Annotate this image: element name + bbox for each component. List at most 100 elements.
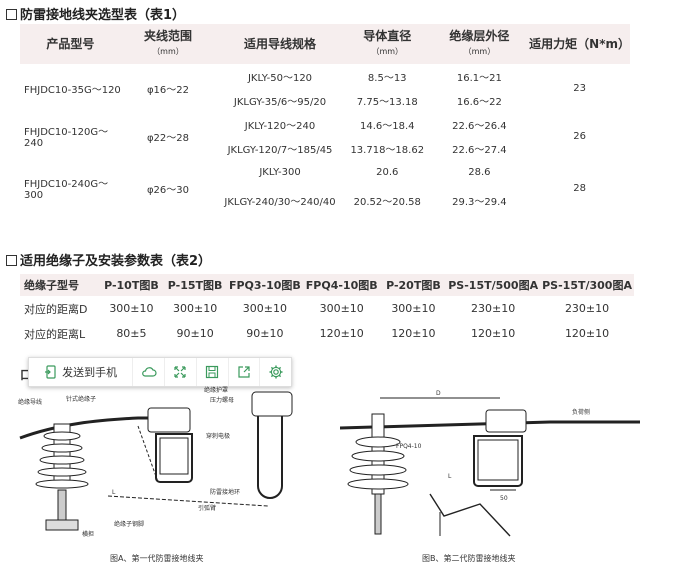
header-label: 适用力矩（N*m） xyxy=(529,36,630,51)
cell-torque: 26 xyxy=(573,130,586,142)
cell: 300±10 xyxy=(173,302,218,315)
gear-icon xyxy=(269,365,283,379)
cell-outer: 22.6～27.4 xyxy=(452,144,507,156)
cell: 300±10 xyxy=(242,302,287,315)
save-button[interactable] xyxy=(197,358,229,386)
label-pierce: 穿刺电极 xyxy=(206,432,230,440)
cell-model: FHJDC10-120G～240 xyxy=(24,127,109,149)
table2-title: 适用绝缘子及安装参数表（表2） xyxy=(6,250,211,269)
cell: 120±10 xyxy=(391,327,436,340)
wire-line xyxy=(19,416,188,440)
header-cell: 绝缘子型号 xyxy=(20,274,100,296)
header-label: 夹线范围 xyxy=(143,29,192,43)
cell: 120±10 xyxy=(319,327,364,340)
share-icon xyxy=(238,366,250,378)
settings-button[interactable] xyxy=(260,358,291,386)
table-row: FHJDC10-240G～300 φ26～30 JKLY-300 20.6 28… xyxy=(20,160,630,202)
cell: 80±5 xyxy=(116,327,147,340)
header-cell: P-20T图B xyxy=(380,274,447,296)
label-steel-foot: 绝缘子钢脚 xyxy=(114,520,144,528)
cell-diam: 8.5～13 xyxy=(367,72,407,84)
header-spec: 适用导线规格 xyxy=(215,24,345,64)
share-button[interactable] xyxy=(229,358,261,386)
label-dim-l: L xyxy=(112,489,116,496)
cell-torque: 28 xyxy=(573,182,586,194)
header-outer: 绝缘层外径 （mm） xyxy=(429,24,530,64)
table-header-row: 绝缘子型号 P-10T图B P-15T图B FPQ3-10图B FPQ4-10图… xyxy=(20,274,634,296)
cloud-icon xyxy=(141,367,157,377)
header-cell: P-15T图B xyxy=(163,274,227,296)
cell: 120±10 xyxy=(564,327,610,340)
cloud-button[interactable] xyxy=(133,358,165,386)
header-unit: （mm） xyxy=(152,47,184,56)
cell-outer: 16.6～22 xyxy=(456,96,502,108)
label-ground-ring: 防雷接地环 xyxy=(210,488,240,496)
cell-spec: JKLY-300 xyxy=(259,166,301,178)
label-load-side: 负荷侧 xyxy=(572,408,590,416)
checkbox-square-icon xyxy=(6,255,17,266)
send-to-phone-button[interactable]: 发送到手机 xyxy=(29,358,134,386)
checkbox-square-icon xyxy=(6,9,17,20)
header-unit: （mm） xyxy=(371,47,404,56)
cell-spec: JKLGY-240/30～240/40 xyxy=(224,196,336,208)
expand-button[interactable] xyxy=(165,358,197,386)
figure-a-diagram: 绝缘导线 针式绝缘子 绝缘护罩 压力螺母 穿刺电极 引弧臂 防雷接地环 绝缘子钢… xyxy=(18,386,293,563)
cell-spec: JKLGY-35/6～95/20 xyxy=(233,96,327,108)
label-dim-50: 50 xyxy=(500,495,508,502)
cell-range: φ16～22 xyxy=(146,84,189,96)
label-pressure-nut: 压力螺母 xyxy=(210,396,234,404)
header-label: 绝缘层外径 xyxy=(449,29,510,43)
save-icon xyxy=(206,365,219,379)
label-model: FPQ4-10 xyxy=(396,443,422,450)
row-label: 对应的距离L xyxy=(24,327,86,341)
cell: 230±10 xyxy=(471,302,516,315)
figure-b-caption: 图B、第二代防雷接地线夹 xyxy=(422,553,516,563)
send-to-phone-label: 发送到手机 xyxy=(62,366,118,379)
label-arc-arm: 引弧臂 xyxy=(198,504,216,512)
figure-b-diagram: D 负荷侧 FPQ4-10 L 50 图B、第二代防雷接地线夹 xyxy=(340,390,640,563)
cell-range: φ22～28 xyxy=(146,132,189,144)
cell-model: FHJDC10-240G～300 xyxy=(24,179,109,201)
cell-spec: JKLY-120～240 xyxy=(244,120,316,132)
label-insulated-wire: 绝缘导线 xyxy=(18,398,42,406)
table-header-row: 产品型号 夹线范围（mm） 适用导线规格 导体直径（mm） 绝缘层外径（mm） … xyxy=(20,24,630,64)
table-row: 对应的距离D 300±10 300±10 300±10 300±10 300±1… xyxy=(20,296,634,321)
table-row: FHJDC10-120G～240 φ22～28 JKLY-120～240 14.… xyxy=(20,112,630,150)
header-cell: FPQ4-10图B xyxy=(302,274,381,296)
cell-diam: 13.718～18.62 xyxy=(350,144,425,156)
selection-table: 产品型号 夹线范围（mm） 适用导线规格 导体直径（mm） 绝缘层外径（mm） … xyxy=(20,24,630,216)
wire-line xyxy=(340,420,640,430)
cell: 90±10 xyxy=(246,327,284,340)
header-label: 适用导线规格 xyxy=(243,36,316,51)
table-row: FHJDC10-35G～120 φ16～22 JKLY-50～120 8.5～1… xyxy=(20,64,630,96)
cell-outer: 28.6 xyxy=(468,166,491,178)
cell-spec: JKLY-50～120 xyxy=(247,72,313,84)
row-label: 对应的距离D xyxy=(24,302,88,316)
header-cell: PS-15T/500图A xyxy=(446,274,541,296)
table-row: JKLGY-240/30～240/40 20.52～20.58 29.3～29.… xyxy=(20,184,630,216)
header-label: 产品型号 xyxy=(46,36,95,51)
table-row: JKLGY-120/7～185/45 13.718～18.62 22.6～27.… xyxy=(20,136,630,160)
cell-diam: 14.6～18.4 xyxy=(359,120,415,132)
table1-title: 防雷接地线夹选型表（表1） xyxy=(6,4,185,23)
cell-spec: JKLGY-120/7～185/45 xyxy=(227,144,333,156)
label-crossarm: 横担 xyxy=(82,530,94,538)
cell-outer: 22.6～26.4 xyxy=(452,120,507,132)
cell: 300±10 xyxy=(391,302,436,315)
cell: 230±10 xyxy=(564,302,610,315)
cell-diam: 20.6 xyxy=(376,166,399,178)
cell: 300±10 xyxy=(109,302,154,315)
header-unit: （mm） xyxy=(463,47,496,56)
header-torque: 适用力矩（N*m） xyxy=(529,24,630,64)
cell-model: FHJDC10-35G～120 xyxy=(24,84,121,96)
header-diam: 导体直径（mm） xyxy=(344,24,430,64)
cell-diam: 20.52～20.58 xyxy=(353,196,421,208)
header-cell: FPQ3-10图B xyxy=(226,274,303,296)
label-pin-insulator: 针式绝缘子 xyxy=(66,395,96,403)
header-model: 产品型号 xyxy=(20,24,121,64)
label-dim-l: L xyxy=(448,473,452,480)
header-cell: PS-15T/300图A xyxy=(540,274,634,296)
cell: 300±10 xyxy=(319,302,364,315)
figure-a-caption: 图A、第一代防雷接地线夹 xyxy=(110,553,203,563)
cell-range: φ26～30 xyxy=(146,184,189,196)
